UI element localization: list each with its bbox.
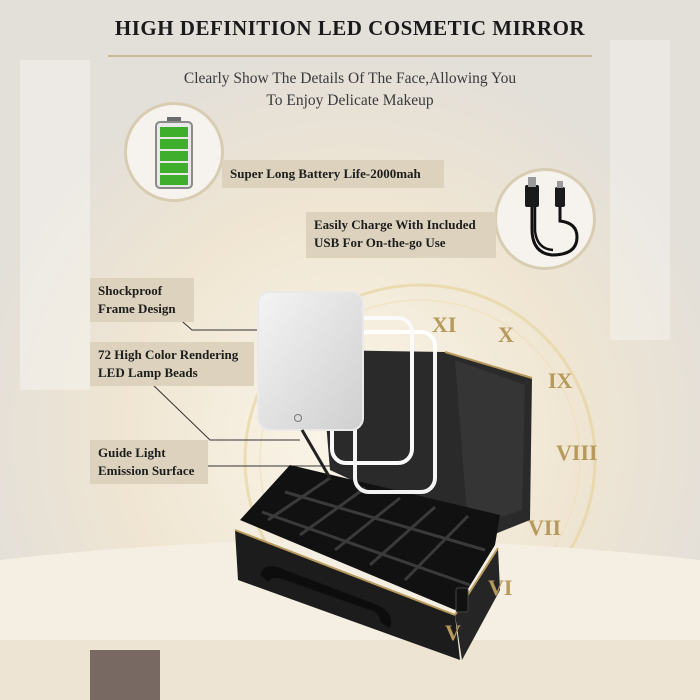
led-mirror xyxy=(257,291,437,494)
subtitle-line-1: Clearly Show The Details Of The Face,All… xyxy=(183,70,517,87)
clock-numeral-xi: XI xyxy=(432,312,456,337)
feature-guide-line-1: Guide Light xyxy=(98,445,166,460)
feature-usb-label: Easily Charge With Included USB For On-t… xyxy=(306,212,496,258)
feature-usb-line-2: USB For On-the-go Use xyxy=(314,235,446,250)
battery-badge xyxy=(124,102,224,202)
clock-numeral-viii: VIII xyxy=(556,440,598,465)
clock-numeral-ix: IX xyxy=(548,368,573,393)
feature-guide-line-2: Emission Surface xyxy=(98,463,195,478)
feature-guide-label: Guide Light Emission Surface xyxy=(90,440,208,484)
page-title: HIGH DEFINITION LED COSMETIC MIRROR xyxy=(114,16,586,40)
feature-shockproof-line-2: Frame Design xyxy=(98,301,176,316)
feature-shockproof-line-1: Shockproof xyxy=(98,283,163,298)
title-divider xyxy=(108,55,592,57)
subtitle-line-2: To Enjoy Delicate Makeup xyxy=(266,92,434,109)
usb-badge xyxy=(494,168,596,270)
clock-numerals: XI X IX VIII VII VI V xyxy=(432,312,598,645)
feature-battery-label: Super Long Battery Life-2000mah xyxy=(222,160,444,188)
clock-numeral-vii: VII xyxy=(528,515,561,540)
usb-cable-icon xyxy=(525,177,579,257)
feature-usb-line-1: Easily Charge With Included xyxy=(314,217,476,232)
feature-shockproof-label: Shockproof Frame Design xyxy=(90,278,194,322)
clock-numeral-x: X xyxy=(498,322,514,347)
feature-led-label: 72 High Color Rendering LED Lamp Beads xyxy=(90,342,254,386)
battery-icon xyxy=(155,117,193,189)
subtitle: Clearly Show The Details Of The Face,All… xyxy=(0,68,700,112)
clock-numeral-v: V xyxy=(445,620,461,645)
clock-numeral-vi: VI xyxy=(488,575,512,600)
feature-led-line-2: LED Lamp Beads xyxy=(98,365,198,380)
feature-led-line-1: 72 High Color Rendering xyxy=(98,347,239,362)
cosmetic-case xyxy=(234,350,533,660)
